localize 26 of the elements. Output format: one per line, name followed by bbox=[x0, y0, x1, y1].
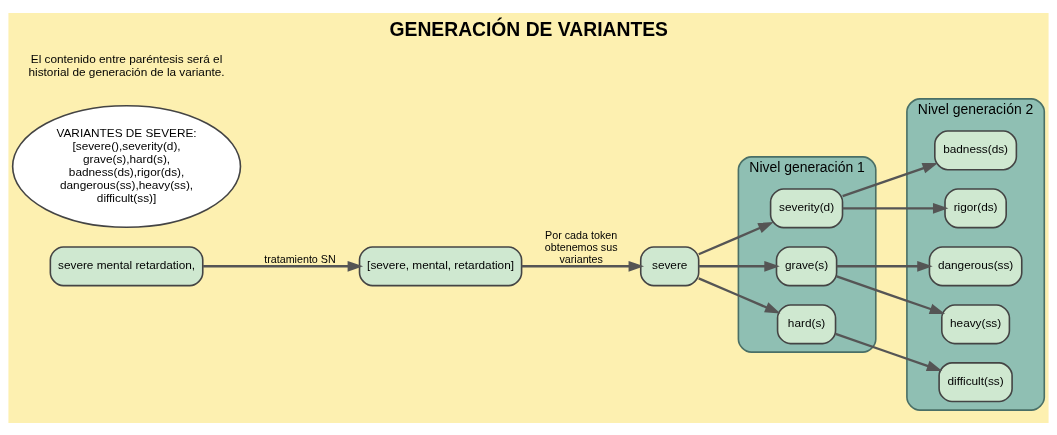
node-box: hard(s) bbox=[776, 303, 837, 344]
arrow bbox=[521, 260, 645, 272]
label: El contenido entre paréntesis será el historial de generación de la variante. bbox=[28, 51, 225, 79]
diagram-title: GENERACIÓN DE VARIANTES bbox=[389, 18, 668, 40]
arrow bbox=[698, 260, 780, 272]
arrow bbox=[842, 202, 949, 214]
arrow bbox=[835, 332, 943, 371]
arrow bbox=[698, 276, 781, 313]
node-box: difficult(ss) bbox=[938, 361, 1013, 402]
node-box: dangerous(ss) bbox=[928, 245, 1023, 286]
edge-label: tratamiento SN bbox=[264, 252, 336, 265]
node-box: severity(d) bbox=[769, 187, 844, 228]
node-box: grave(s) bbox=[775, 245, 838, 286]
arrow bbox=[836, 274, 946, 314]
arrow bbox=[203, 260, 364, 272]
node-box: badness(ds) bbox=[934, 129, 1018, 170]
arrow bbox=[698, 221, 774, 255]
arrow bbox=[836, 260, 933, 272]
node-box: heavy(ss) bbox=[941, 303, 1011, 344]
node-box: severe bbox=[639, 245, 700, 286]
node-box: rigor(ds) bbox=[944, 187, 1007, 228]
arrow bbox=[842, 162, 938, 197]
node-box: severe mental retardation, bbox=[49, 245, 204, 286]
edge-label: Por cada token obtenemos sus variantes bbox=[544, 228, 618, 265]
node-box: [severe, mental, retardation] bbox=[358, 245, 523, 286]
node-ellipse: VARIANTES DE SEVERE: [severe(),severity(d),grave(s),hard(s),badness(ds),rigor(ds),dangerous(ss),heavy(ss),difficult(ss)] bbox=[11, 104, 242, 228]
